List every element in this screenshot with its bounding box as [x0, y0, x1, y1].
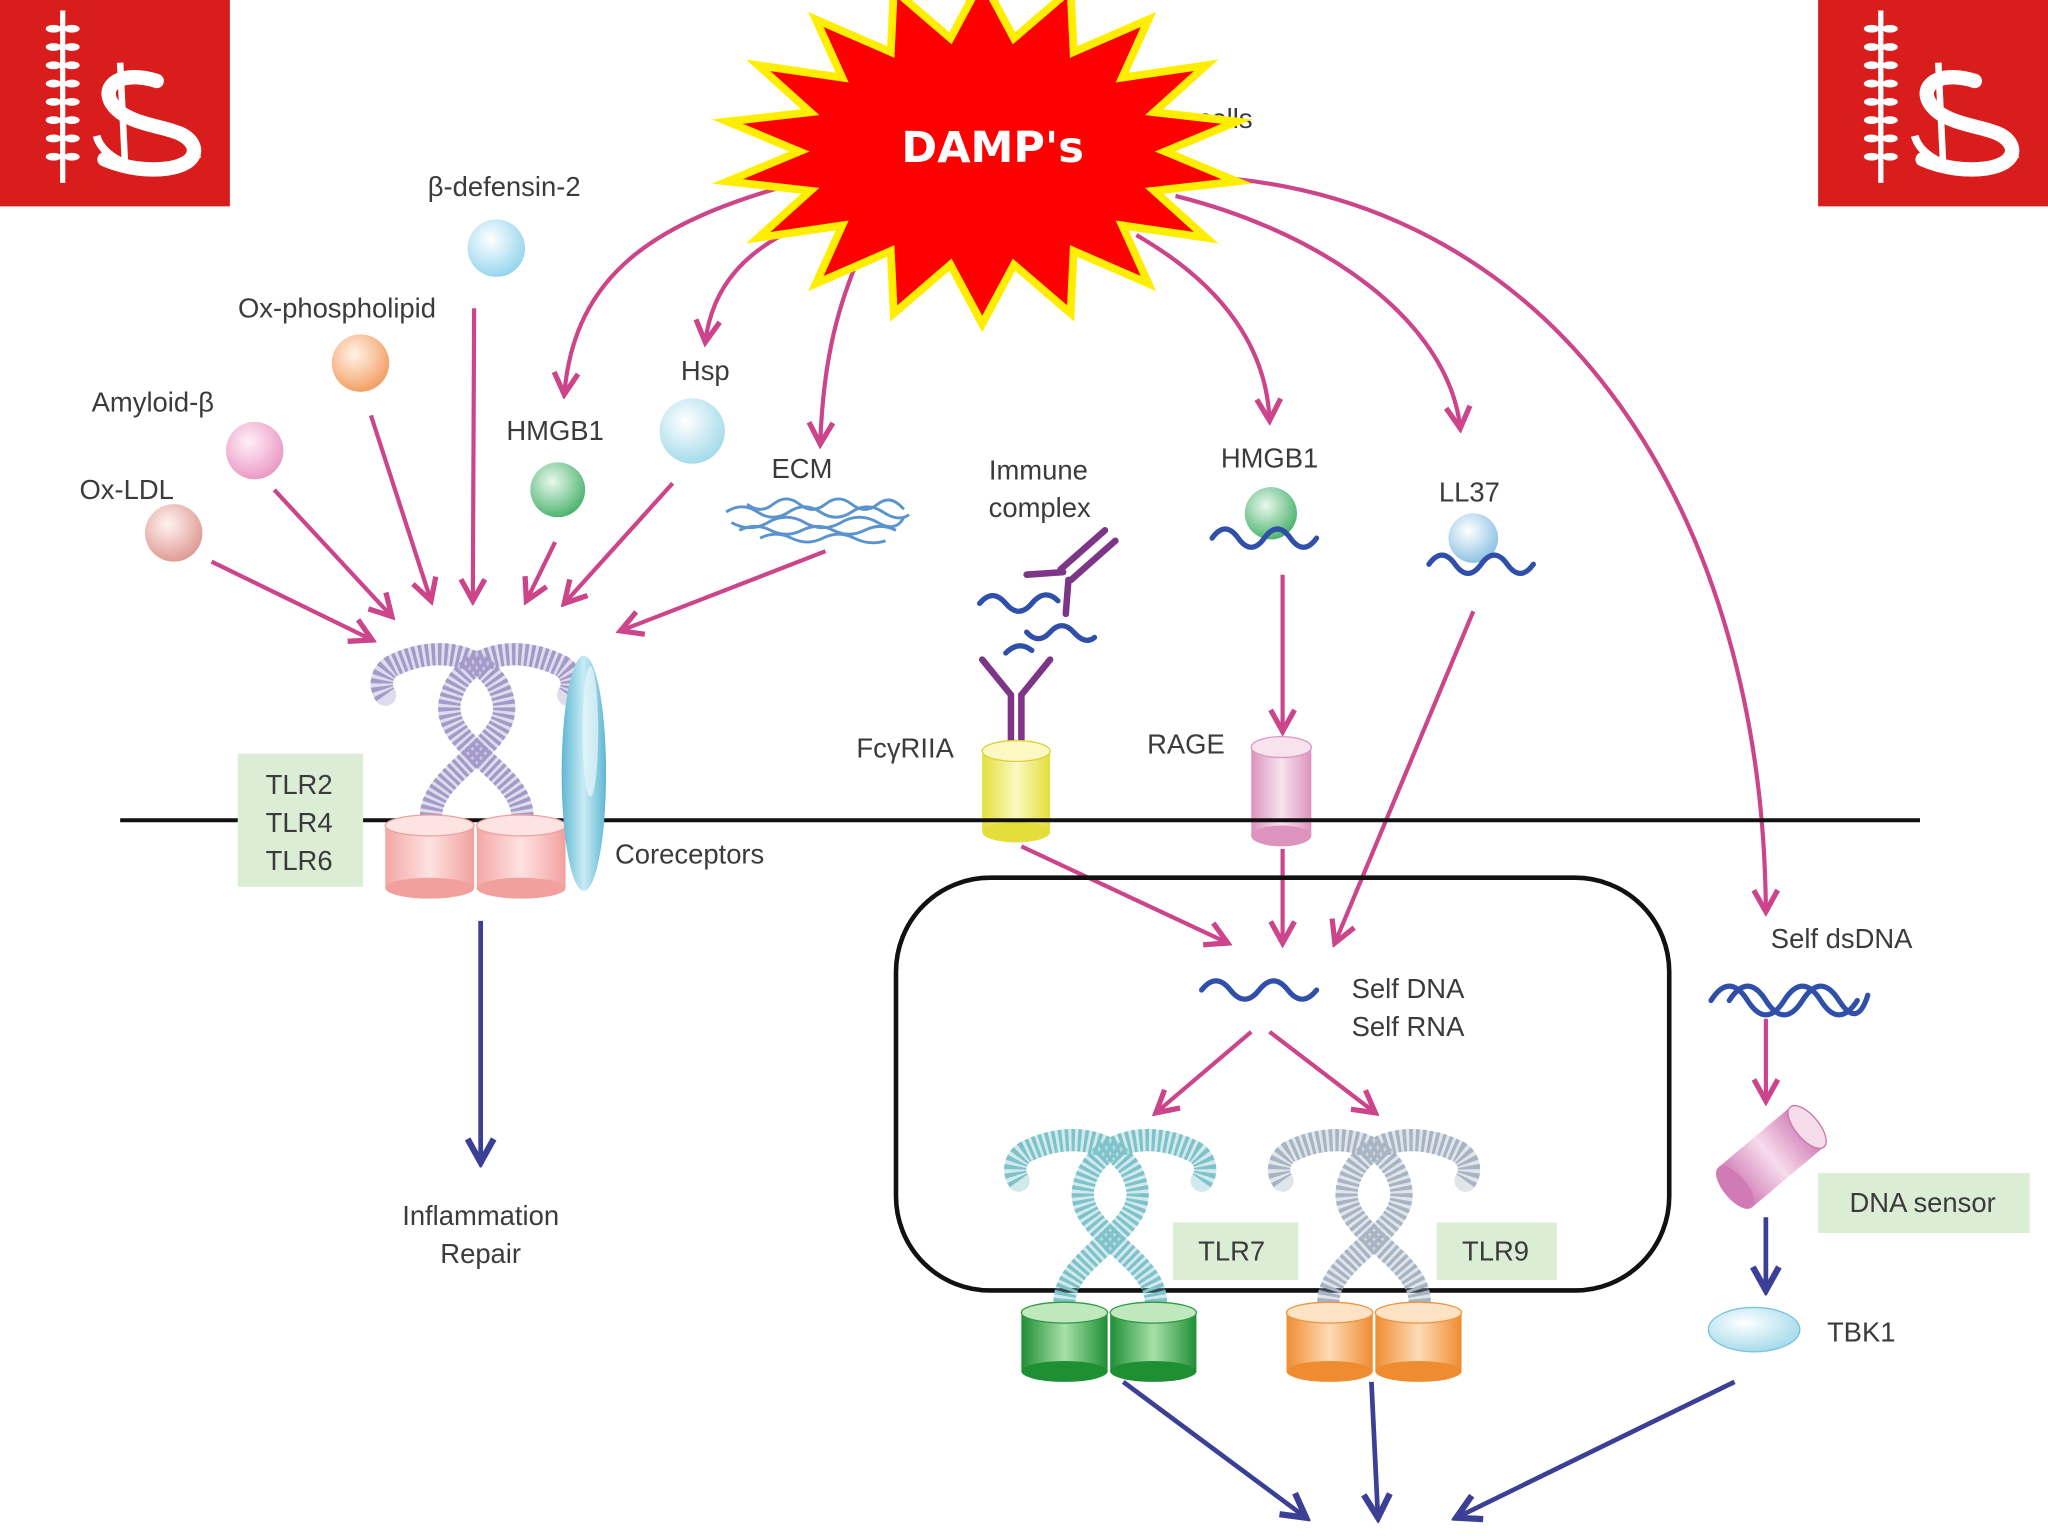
hmgb1-left-label: HMGB1 — [506, 415, 603, 446]
starburst-icon — [712, 0, 1253, 333]
immune-complex: Immune complex — [976, 454, 1119, 755]
arrow-ll37-to-endosome — [1335, 610, 1476, 943]
receptor-fcgriia: FcγRIIA — [856, 733, 1051, 843]
tlr9-label: TLR9 — [1462, 1235, 1529, 1266]
tlr9-label-box — [1436, 1222, 1557, 1280]
immune-dna-strand-2 — [1023, 623, 1098, 643]
arrow-tlr9-output — [1371, 1381, 1378, 1518]
coreceptor-shape — [561, 655, 607, 891]
arrow-self-dna-to-tlr7 — [1156, 1030, 1253, 1113]
ligand-ox-ldl: Ox-LDL — [79, 474, 203, 562]
arrow-beta-defensin-2 — [473, 308, 474, 601]
endosomal-tlr7: TLR7 — [1015, 1140, 1299, 1382]
cytosolic-dna-sensing: Self dsDNA DNA sensor TBK1 — [1707, 923, 2030, 1353]
ox-ldl-label: Ox-LDL — [79, 474, 173, 505]
ll37-label: LL37 — [1439, 477, 1500, 508]
arrow-hsp — [564, 481, 675, 603]
ox-phospholipid-label: Ox-phospholipid — [238, 292, 436, 323]
self-dsdna-label: Self dsDNA — [1771, 923, 1913, 954]
antibody-lower-icon — [978, 656, 1054, 755]
arrow-to-hmgb1-left — [564, 180, 798, 395]
tlr6-label: TLR6 — [266, 845, 333, 876]
ligand-binding-arrows — [210, 308, 1766, 1113]
hmgb1-left-molecule — [530, 462, 586, 518]
tbk1-label: TBK1 — [1827, 1316, 1896, 1347]
hsp-molecule — [659, 398, 725, 464]
fcgriia-label: FcγRIIA — [856, 733, 954, 764]
hmgb1-bound-dna — [1209, 526, 1320, 550]
ligand-beta-defensin-2: β-defensin-2 — [428, 171, 581, 277]
hmgb1-right-label: HMGB1 — [1221, 443, 1318, 474]
dna-sensor-cylinder — [1716, 1104, 1827, 1209]
immune-complex-label-line1: Immune — [989, 454, 1088, 485]
damp-label: DAMP's — [901, 123, 1083, 173]
ligand-hmgb1-right: HMGB1 — [1209, 443, 1320, 550]
damp-starburst: DAMP's — [712, 0, 1253, 333]
tbk1-shape — [1707, 1306, 1801, 1353]
rage-label: RAGE — [1147, 729, 1225, 760]
tlr2-4-6-ectodomain — [382, 654, 572, 816]
amyloid-beta-molecule — [225, 421, 284, 480]
arrow-amyloid-beta — [272, 488, 392, 617]
arrow-to-hmgb1-right — [1135, 233, 1269, 420]
dna-sensor-label-box — [1818, 1172, 2030, 1233]
arrow-ox-ldl — [210, 559, 373, 640]
university-logo-icon-right — [1818, 0, 2048, 206]
immune-dna-strand-1 — [976, 592, 1061, 614]
ecm-label: ECM — [772, 453, 833, 484]
arrow-fcgriia-to-endosome — [1020, 844, 1227, 943]
hmgb1-right-molecule — [1244, 487, 1297, 540]
beta-defensin-2-molecule — [467, 219, 526, 277]
ligand-ox-phospholipid: Ox-phospholipid — [238, 292, 436, 392]
arrow-ecm — [620, 549, 827, 631]
receptor-rage: RAGE — [1147, 729, 1312, 847]
rage-cylinder — [1251, 747, 1312, 836]
ox-phospholipid-molecule — [331, 334, 390, 392]
ligand-ecm: ECM — [725, 453, 910, 545]
tlr2-label: TLR2 — [266, 769, 333, 800]
ll37-bound-dna — [1426, 552, 1536, 576]
arrow-self-dna-to-tlr9 — [1268, 1030, 1376, 1113]
ecm-fibers — [725, 497, 910, 545]
arrow-to-ll37 — [1175, 193, 1461, 428]
tlr4-label: TLR4 — [266, 807, 333, 838]
dna-sensor-label: DNA sensor — [1849, 1187, 1995, 1218]
dsdna-strand-b — [1726, 983, 1871, 1018]
endosome-compartment — [893, 875, 1672, 1293]
ligand-ll37: LL37 — [1426, 477, 1536, 576]
university-logo-icon-left — [0, 0, 230, 206]
arrow-to-self-dsdna — [1201, 174, 1766, 911]
surface-tlr-complex — [382, 654, 607, 899]
endosomal-tlr9: TLR9 — [1279, 1140, 1557, 1382]
ligand-hsp: Hsp — [659, 355, 730, 464]
self-nucleic-acid-strand — [1199, 978, 1320, 1002]
ligand-amyloid-beta: Amyloid-β — [92, 386, 284, 480]
ligand-hmgb1-left: HMGB1 — [506, 415, 604, 518]
self-dna-label: Self DNA — [1352, 973, 1465, 1004]
tlr-surface-label-box — [237, 753, 364, 887]
self-rna-label: Self RNA — [1352, 1011, 1465, 1042]
ox-ldl-molecule — [144, 504, 203, 562]
arrow-tbk1-output — [1456, 1379, 1736, 1518]
amyloid-beta-label: Amyloid-β — [92, 386, 214, 417]
arrow-hmgb1-left — [526, 541, 557, 601]
arrow-ox-phospholipid — [368, 414, 431, 600]
beta-defensin-2-label: β-defensin-2 — [428, 171, 581, 202]
damp-release-arrows — [564, 174, 1766, 911]
tlr7-label: TLR7 — [1198, 1235, 1265, 1266]
ll37-molecule — [1448, 513, 1499, 563]
coreceptors-label: Coreceptors — [615, 838, 764, 869]
tlr7-label-box — [1172, 1222, 1299, 1280]
immune-complex-label-line2: complex — [989, 492, 1091, 523]
repair-label: Repair — [440, 1238, 521, 1269]
inflammation-label: Inflammation — [402, 1200, 559, 1231]
signaling-output-arrows — [1121, 1379, 1736, 1518]
antibody-upper-icon — [1023, 527, 1119, 618]
immune-dna-strand-3 — [1003, 643, 1035, 656]
hsp-label: Hsp — [681, 355, 730, 386]
arrow-tlr7-output — [1121, 1379, 1306, 1518]
dsdna-strand-a — [1708, 983, 1860, 1018]
